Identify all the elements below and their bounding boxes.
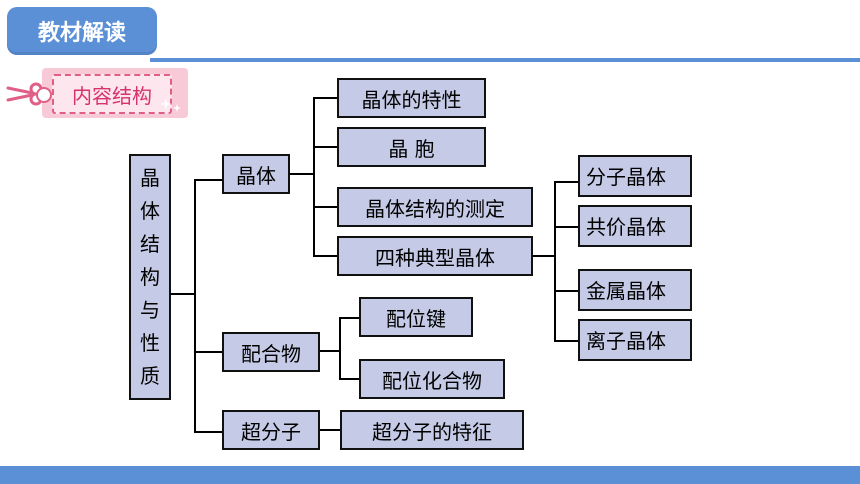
sparkle-icon [160,98,181,112]
root-char: 晶 [140,165,160,190]
connector [339,317,359,319]
connector [313,206,337,208]
node-unit-cell: 晶 胞 [337,127,486,167]
root-char: 构 [140,264,160,289]
root-char: 结 [140,231,160,256]
connector [554,290,578,292]
root-char: 体 [140,198,160,223]
connector [533,255,555,257]
connector [313,255,337,257]
connector [170,293,195,295]
connector [554,226,578,228]
header-divider [150,58,860,62]
connector [554,340,578,342]
node-metallic-crystal: 金属晶体 [578,269,692,311]
node-supra-feature: 超分子的特征 [340,410,524,450]
root-char: 性 [140,330,160,355]
root-char: 与 [140,297,160,322]
tag-label: 内容结构 [52,74,172,114]
root-node: 晶 体 结 构 与 性 质 [129,154,171,400]
connector [290,173,314,175]
node-four-types: 四种典型晶体 [337,236,533,276]
node-crystal: 晶体 [222,154,290,194]
node-covalent-crystal: 共价晶体 [578,205,692,247]
node-crystal-property: 晶体的特性 [337,78,486,118]
connector [194,351,222,353]
node-supramolecule: 超分子 [222,410,320,450]
connector [313,97,337,99]
content-structure-tag: 内容结构 [36,68,188,118]
node-complex: 配合物 [222,332,320,372]
footer-bar [0,466,860,484]
node-coordination-bond: 配位键 [359,297,473,337]
connector [313,97,315,257]
connector [339,378,359,380]
node-molecular-crystal: 分子晶体 [578,155,692,197]
connector [313,146,337,148]
connector [194,179,222,181]
node-coordination-compound: 配位化合物 [359,359,505,399]
connector [194,179,196,433]
tag-hole [36,87,52,103]
connector [554,181,578,183]
node-ionic-crystal: 离子晶体 [578,319,692,361]
connector [320,350,340,352]
root-char: 质 [140,363,160,388]
section-title: 教材解读 [7,7,157,55]
connector [339,317,341,380]
connector [320,429,340,431]
connector [554,181,556,342]
connector [194,431,222,433]
node-structure-measure: 晶体结构的测定 [337,187,533,227]
